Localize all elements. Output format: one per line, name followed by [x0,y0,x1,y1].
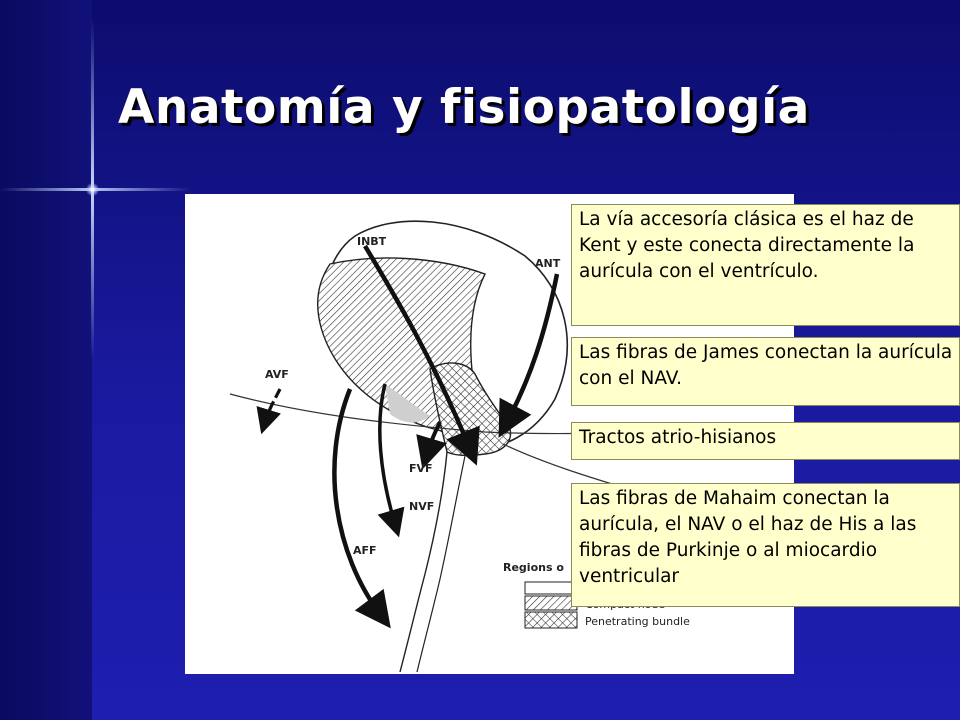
lens-flare-core [86,183,99,196]
label-nvf: NVF [409,500,434,513]
nvf-arrow [377,383,405,538]
label-ant: ANT [535,257,561,270]
callout-mahaim: Las fibras de Mahaim conectan la aurícul… [571,483,960,607]
av-node-svg: INBT ANT AVF FVF NVF AFF Regions o Compa… [229,220,794,673]
aff-arrow [332,388,391,629]
his-bundle-2 [416,455,466,673]
his-bundle [399,451,448,673]
callout-james: Las fibras de James conectan la aurícula… [571,337,960,406]
label-inbt: INBT [357,235,387,248]
inbt-arrow [363,244,480,466]
left-band [0,0,92,720]
slide-title: Anatomía y fisiopatología [118,80,810,135]
gray-zone [385,384,430,423]
ant-arrow [498,273,560,438]
label-fvf: FVF [409,462,433,475]
callout-kent: La vía accesoría clásica es el haz de Ke… [571,204,960,326]
label-avf: AVF [265,368,289,381]
callout-atrio-hisian: Tractos atrio-hisianos [571,422,960,460]
legend-title: Regions o [503,561,564,574]
legend-swatch-penetrating [524,611,578,629]
legend-swatch-transitional [524,581,578,595]
avf-arrow [256,388,282,435]
fvf-arrow [416,421,447,470]
legend-penetrating: Penetrating bundle [585,615,690,628]
legend-swatch-compact [524,595,578,611]
label-aff: AFF [353,544,377,557]
